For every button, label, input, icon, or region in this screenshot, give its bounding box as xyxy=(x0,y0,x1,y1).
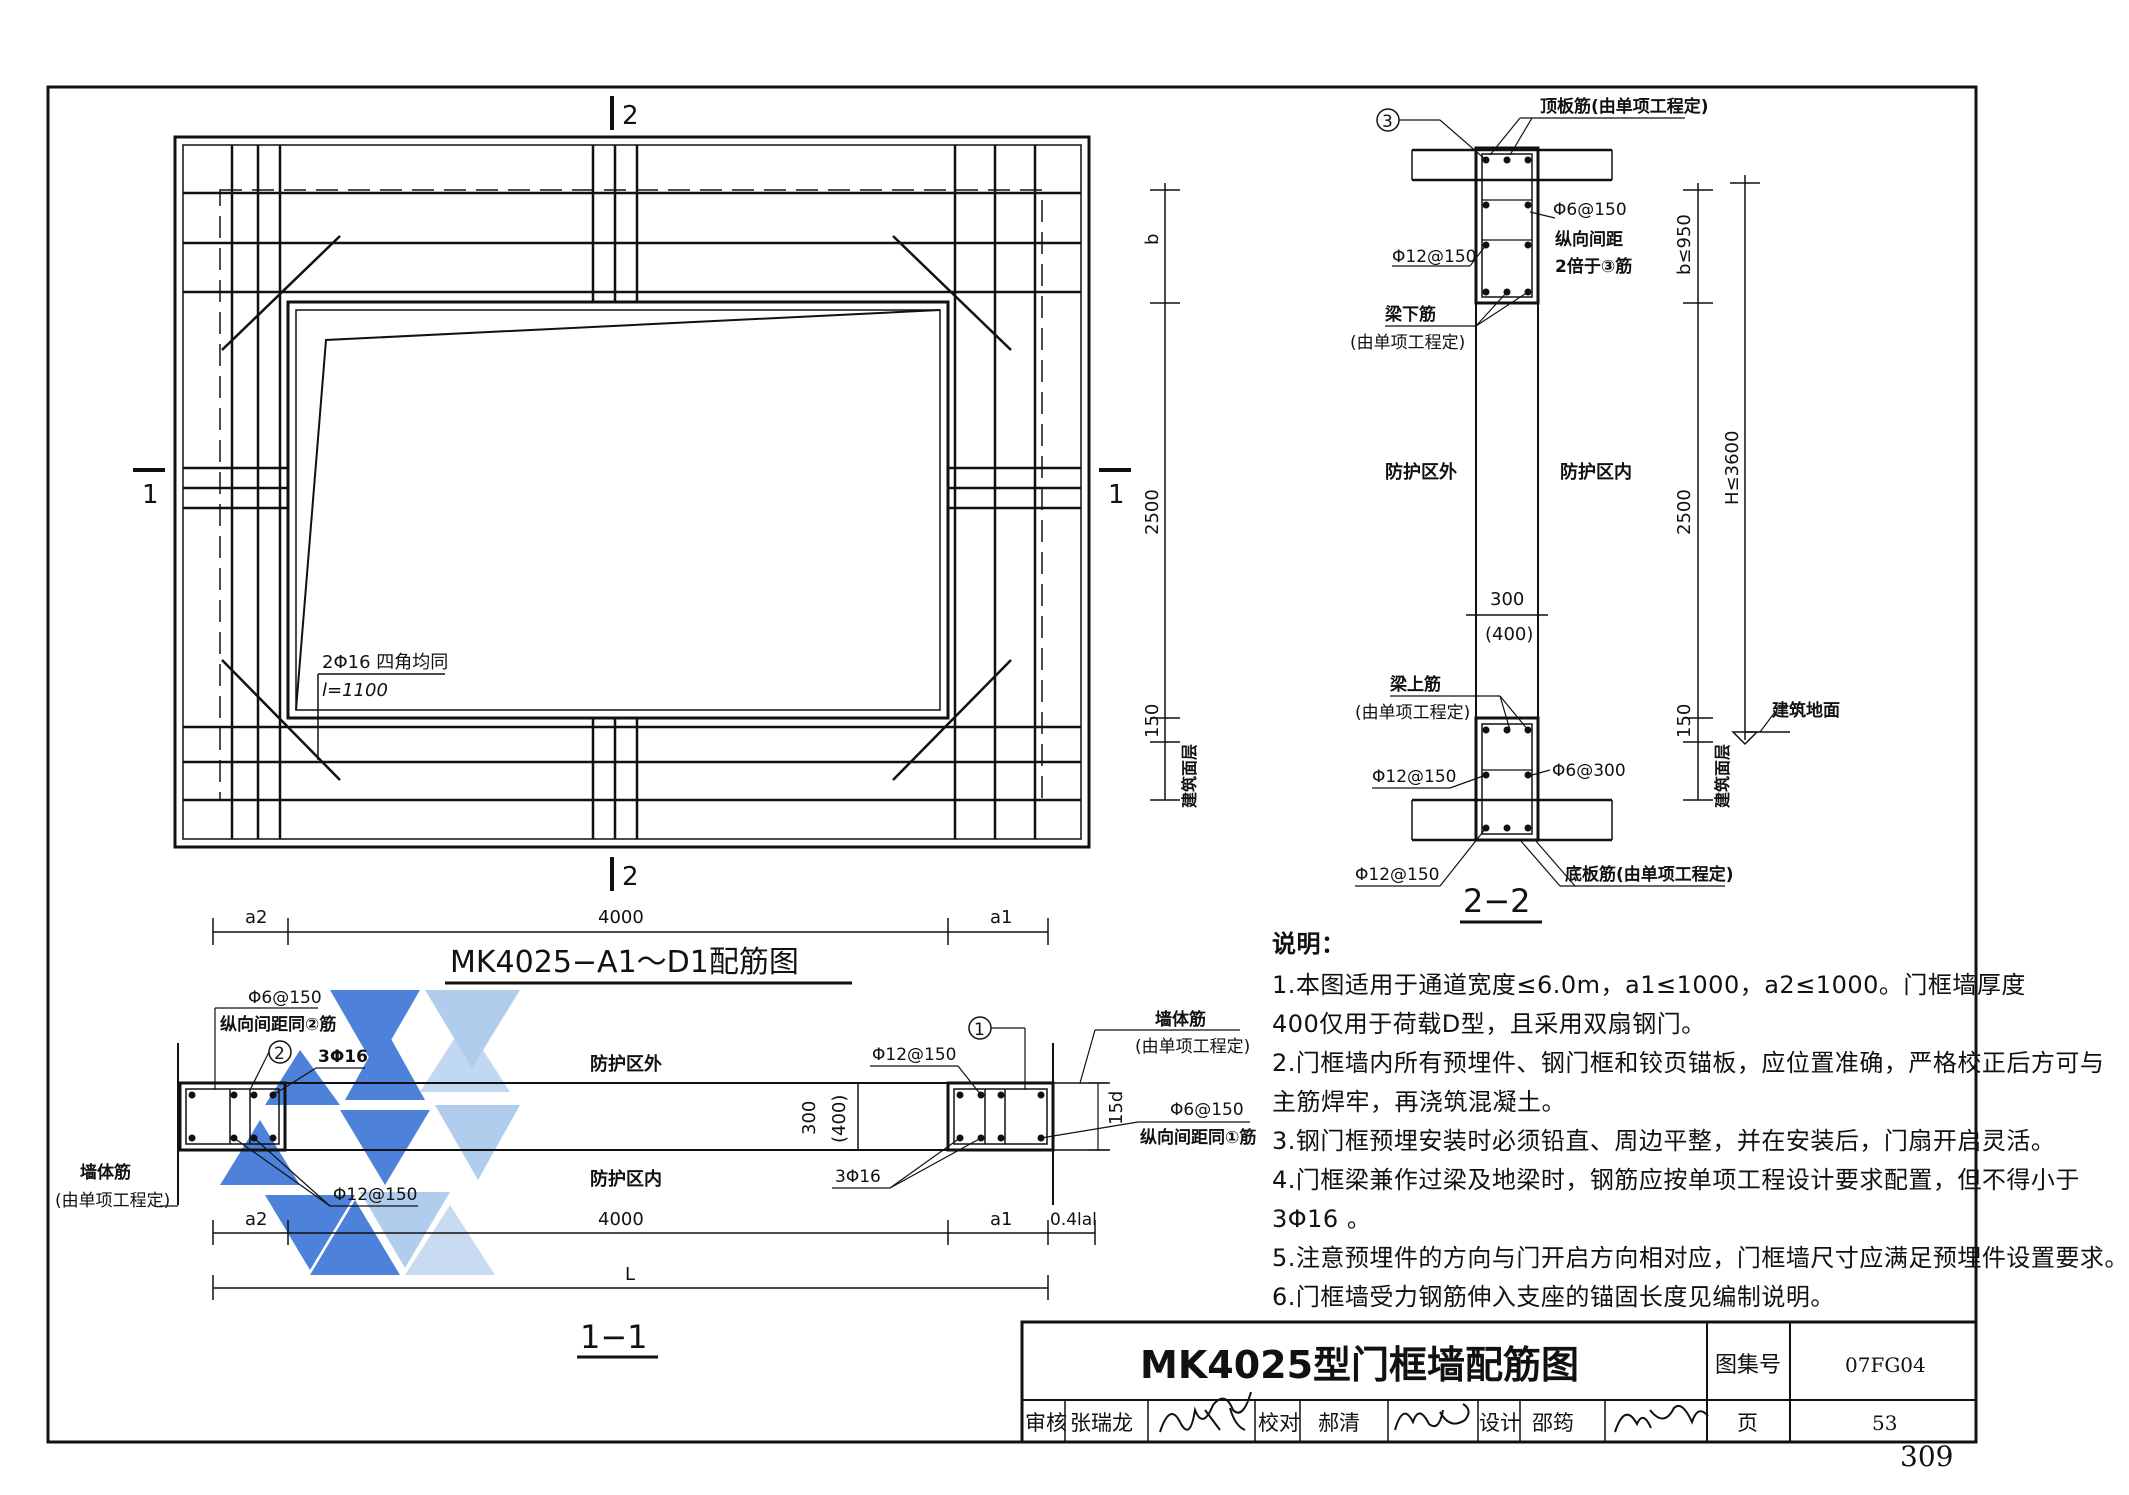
plan-floor-label: 建筑面层 xyxy=(1180,744,1199,808)
s22-beam-top-1: 梁上筋 xyxy=(1389,674,1441,695)
plan-dim-a1: a1 xyxy=(990,907,1012,928)
s22-thickness-alt: (400) xyxy=(1485,624,1533,645)
notes-line-6: 4.门框梁兼作过梁及地梁时，钢筋应按单项工程设计要求配置，但不得小于 xyxy=(1272,1166,2080,1194)
plan-dim-150: 150 xyxy=(1142,704,1163,738)
s22-beam-bottom-1: 梁下筋 xyxy=(1384,304,1436,325)
s11-outside: 防护区外 xyxy=(590,1053,662,1075)
review-label: 审核 xyxy=(1025,1411,1067,1435)
plan-section1-right: 1 xyxy=(1108,480,1125,510)
s22-outside: 防护区外 xyxy=(1385,461,1457,483)
page-number-block: 53 xyxy=(1872,1411,1897,1435)
s22-longi-spacing-2: 2倍于③筋 xyxy=(1555,256,1632,277)
drawing-sheet: .ln{stroke:#111;fill:none;} .t{font-fami… xyxy=(46,85,1978,1444)
s22-bar12-mid: Φ12@150 xyxy=(1372,767,1456,787)
notes-line-8: 5.注意预埋件的方向与门开启方向相对应，门框墙尺寸应满足预埋件设置要求。 xyxy=(1272,1244,2129,1272)
s22-marker3: 3 xyxy=(1382,112,1393,132)
s11-wall-bar-left-1: 墙体筋 xyxy=(80,1162,131,1183)
s11-title: 1−1 xyxy=(580,1318,648,1356)
plan-rebar-note-2: l=1100 xyxy=(322,680,388,701)
signature-designer xyxy=(1614,1404,1709,1433)
s11-wall-bar-right-2: (由单项工程定) xyxy=(1135,1037,1250,1057)
s22-stirrup-bottom: Φ6@300 xyxy=(1552,761,1626,781)
plan-section2-bottom: 2 xyxy=(622,862,639,892)
plan-title: MK4025−A1～D1配筋图 xyxy=(450,945,799,980)
notes-line-2: 400仅用于荷载D型，且采用双扇钢门。 xyxy=(1272,1010,1706,1038)
checker-name: 郝清 xyxy=(1318,1411,1360,1435)
s11-bars3-left: 3Φ16 xyxy=(318,1047,368,1067)
s22-stirrup-top: Φ6@150 xyxy=(1553,200,1627,220)
plan-section2-top: 2 xyxy=(622,101,639,131)
design-label: 设计 xyxy=(1479,1411,1521,1435)
s11-dim-15d: 15d xyxy=(1106,1091,1127,1125)
atlas-number: 07FG04 xyxy=(1845,1353,1926,1377)
check-label: 校对 xyxy=(1258,1411,1300,1435)
s22-dim-b: b≤950 xyxy=(1674,214,1695,275)
s22-dim-H: H≤3600 xyxy=(1722,431,1743,505)
s22-bar12-top: Φ12@150 xyxy=(1392,247,1476,267)
notes-line-3: 2.门框墙内所有预埋件、钢门框和铰页锚板，应位置准确，严格校正后方可与 xyxy=(1272,1049,2105,1077)
s22-longi-spacing-1: 纵向间距 xyxy=(1555,229,1623,250)
notes-line-9: 6.门框墙受力钢筋伸入支座的锚固长度见编制说明。 xyxy=(1272,1283,1835,1311)
s22-bar12-bottom: Φ12@150 xyxy=(1355,865,1439,885)
s11-inside: 防护区内 xyxy=(590,1168,662,1190)
plan-rebar-note-1: 2Φ16 四角均同 xyxy=(322,652,448,673)
plan-dim-b: b xyxy=(1142,234,1163,245)
s11-marker1: 1 xyxy=(974,1020,985,1040)
title-block: MK4025型门框墙配筋图 图集号 07FG04 审核 张瑞龙 校对 郝清 设计… xyxy=(1020,1320,1978,1444)
s11-thickness: 300 xyxy=(799,1101,820,1135)
notes-line-7: 3Φ16 。 xyxy=(1272,1205,1372,1233)
reviewer-name: 张瑞龙 xyxy=(1070,1411,1133,1435)
designer-name: 邵筠 xyxy=(1532,1411,1574,1435)
s11-longi-right: 纵向间距同①筋 xyxy=(1140,1127,1256,1148)
s11-stirrup-left: Φ6@150 xyxy=(248,988,322,1008)
notes-heading: 说明： xyxy=(1272,930,1346,958)
plan-view: 2 2 1 1 2Φ16 四角均同 l=1100 b 2500 150 建筑面层… xyxy=(133,96,1199,985)
section-2-2: 3 顶板筋(由单项工程定) Φ6@150 纵向间距 2倍于③筋 Φ12@150 … xyxy=(1350,96,1840,924)
s22-thickness: 300 xyxy=(1490,589,1524,610)
s11-longi-left: 纵向间距同②筋 xyxy=(220,1014,336,1035)
plan-dim-a2: a2 xyxy=(245,907,267,928)
s22-floor-label: 建筑面层 xyxy=(1713,744,1732,808)
atlas-label: 图集号 xyxy=(1715,1353,1781,1378)
s11-bars3-right: 3Φ16 xyxy=(835,1167,881,1187)
s11-wall-bar-left-2: (由单项工程定) xyxy=(55,1191,170,1211)
s11-bar12-left: Φ12@150 xyxy=(333,1185,417,1205)
s11-dim-04: 0.4lal xyxy=(1050,1210,1097,1230)
s22-ground: 建筑地面 xyxy=(1772,700,1840,721)
s22-beam-bottom-2: (由单项工程定) xyxy=(1350,333,1465,353)
s11-wall-bar-right-1: 墙体筋 xyxy=(1155,1009,1206,1030)
s11-thickness-alt: (400) xyxy=(829,1095,850,1143)
plan-dim-4000: 4000 xyxy=(598,907,644,928)
notes-line-5: 3.钢门框预埋安装时必须铅直、周边平整，并在安装后，门扇开启灵活。 xyxy=(1272,1127,2056,1155)
s11-dim-L: L xyxy=(625,1264,635,1285)
sheet-page-number: 309 xyxy=(1900,1440,1954,1473)
signature-checker xyxy=(1394,1403,1470,1431)
s11-dim-a1: a1 xyxy=(990,1209,1012,1230)
sheet-border xyxy=(46,85,1978,1444)
s22-inside: 防护区内 xyxy=(1560,461,1632,483)
drawing-title: MK4025型门框墙配筋图 xyxy=(1140,1343,1579,1387)
s22-dim-2500: 2500 xyxy=(1674,489,1695,535)
s11-marker2: 2 xyxy=(274,1044,285,1064)
signature-reviewer xyxy=(1159,1391,1252,1433)
s22-beam-top-2: (由单项工程定) xyxy=(1355,703,1470,723)
notes-line-1: 1.本图适用于通道宽度≤6.0m，a1≤1000，a2≤1000。门框墙厚度 xyxy=(1272,971,2026,999)
s11-stirrup-right: Φ6@150 xyxy=(1170,1100,1244,1120)
s22-bottom-slab: 底板筋(由单项工程定) xyxy=(1565,864,1734,885)
s22-top-slab: 顶板筋(由单项工程定) xyxy=(1540,96,1709,117)
s11-bar12-right: Φ12@150 xyxy=(872,1045,956,1065)
notes-line-4: 主筋焊牢，再浇筑混凝土。 xyxy=(1272,1088,1566,1116)
s11-dim-a2: a2 xyxy=(245,1209,267,1230)
plan-section1-left: 1 xyxy=(142,480,159,510)
plan-dim-2500: 2500 xyxy=(1142,489,1163,535)
section-1-1: Φ6@150 纵向间距同②筋 2 3Φ16 防护区外 防护区内 墙体筋 (由单项… xyxy=(55,988,1256,1359)
s22-dim-150: 150 xyxy=(1674,704,1695,738)
page-label: 页 xyxy=(1737,1411,1758,1435)
s22-title: 2−2 xyxy=(1463,882,1531,920)
s11-dim-4000: 4000 xyxy=(598,1209,644,1230)
